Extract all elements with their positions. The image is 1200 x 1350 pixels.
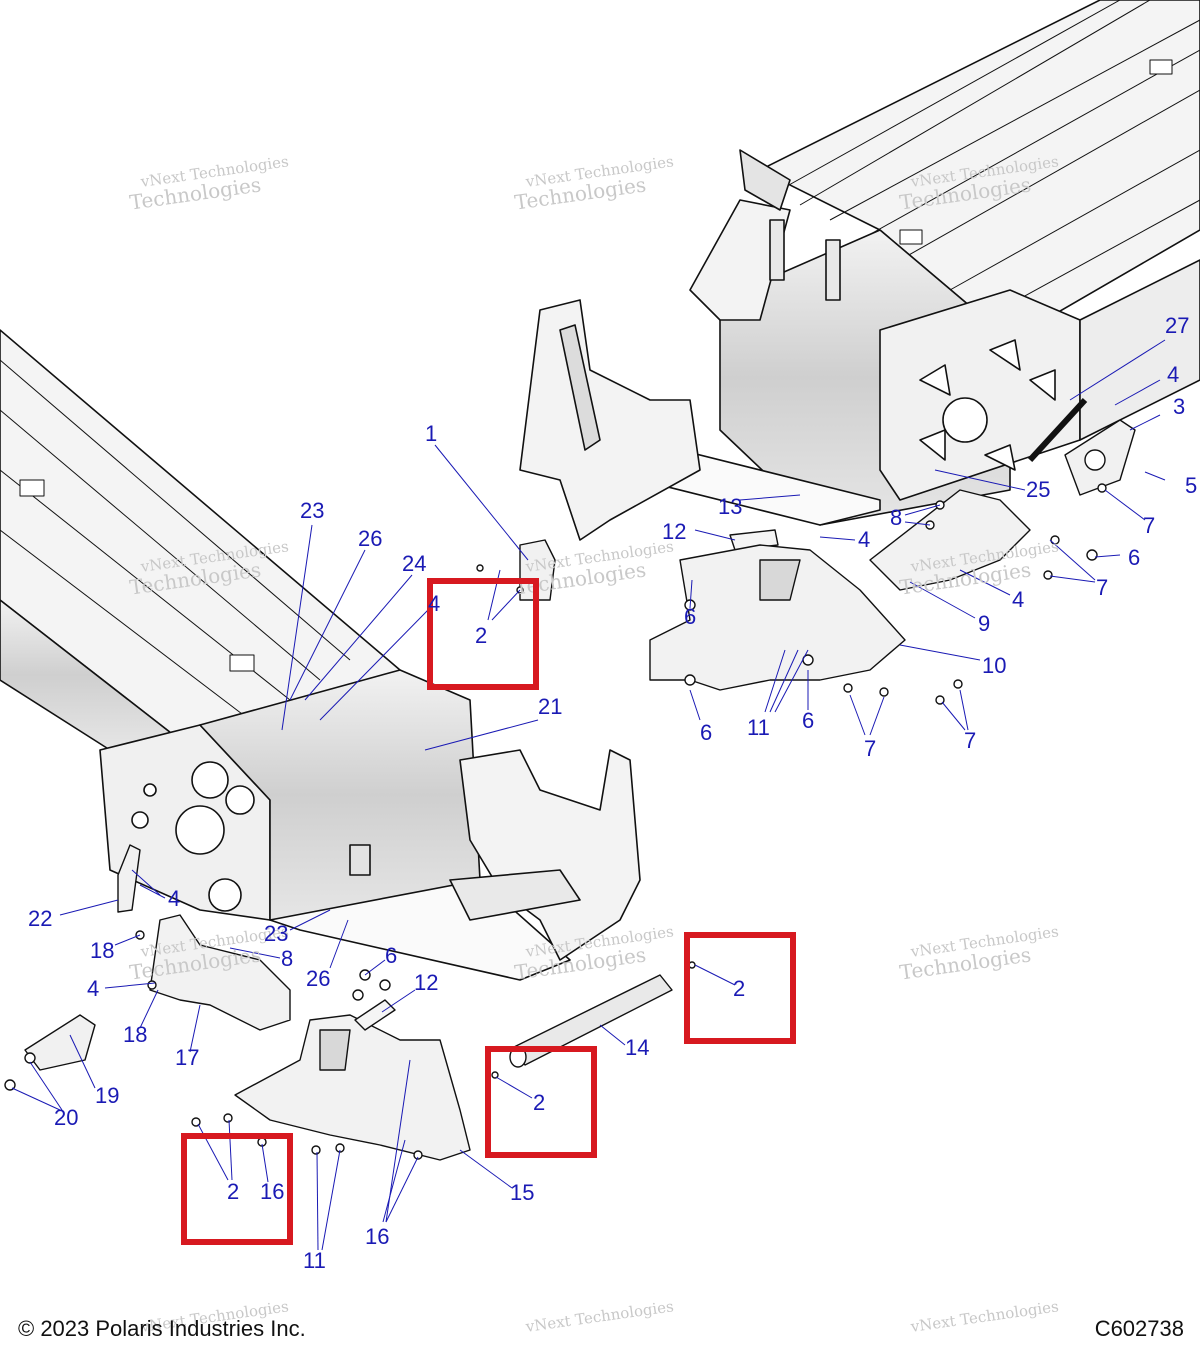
callout-2: 2 [475, 623, 488, 648]
callout-13: 13 [718, 494, 743, 519]
callout-11: 11 [747, 715, 770, 740]
callout-6: 6 [802, 708, 815, 733]
callout-2: 2 [227, 1179, 240, 1204]
callout-7: 7 [1143, 513, 1156, 538]
callout-16: 16 [365, 1224, 390, 1249]
callout-23: 23 [264, 921, 289, 946]
callout-7: 7 [964, 728, 977, 753]
callout-6: 6 [385, 943, 398, 968]
callout-23: 23 [300, 498, 325, 523]
front-frame-assembly [0, 329, 641, 981]
callout-20: 20 [54, 1105, 79, 1130]
callout-6: 6 [1128, 545, 1141, 570]
callout-6: 6 [700, 720, 713, 745]
callout-26: 26 [306, 966, 331, 991]
callout-4: 4 [858, 527, 871, 552]
leader-lines [11, 339, 1166, 1251]
callout-4: 4 [428, 591, 441, 616]
callout-7: 7 [1096, 575, 1109, 600]
callout-5: 5 [1185, 473, 1198, 498]
copyright-text: © 2023 Polaris Industries Inc. [18, 1316, 306, 1341]
callout-24: 24 [402, 551, 427, 576]
rear-frame-assembly [519, 0, 1200, 541]
highlight-box [485, 1046, 597, 1158]
highlight-box [181, 1133, 293, 1245]
callout-7: 7 [864, 736, 877, 761]
callout-18: 18 [90, 938, 115, 963]
callout-10: 10 [982, 653, 1007, 678]
callout-14: 14 [625, 1035, 650, 1060]
callout-15: 15 [510, 1180, 535, 1205]
callout-22: 22 [28, 906, 53, 931]
callout-1: 1 [425, 421, 438, 446]
callout-12: 12 [414, 970, 439, 995]
callout-27: 27 [1165, 313, 1190, 338]
callout-26: 26 [358, 526, 383, 551]
callout-25: 25 [1026, 477, 1051, 502]
small-parts [4, 397, 1136, 1161]
callout-21: 21 [538, 694, 563, 719]
callout-4: 4 [168, 886, 181, 911]
callout-2: 2 [733, 976, 746, 1001]
callout-16: 16 [260, 1179, 285, 1204]
callout-8: 8 [281, 946, 294, 971]
highlight-box [684, 932, 796, 1044]
callout-12: 12 [662, 519, 687, 544]
callout-8: 8 [890, 505, 903, 530]
highlight-box [427, 578, 539, 690]
figure-code: C602738 [1094, 1316, 1184, 1341]
callout-4: 4 [1012, 587, 1025, 612]
callout-18: 18 [123, 1022, 148, 1047]
callout-4: 4 [1167, 362, 1180, 387]
callout-4: 4 [87, 976, 100, 1001]
callout-19: 19 [95, 1083, 120, 1108]
callout-6: 6 [684, 604, 697, 629]
callout-11: 11 [303, 1248, 326, 1273]
callout-3: 3 [1173, 394, 1186, 419]
callout-9: 9 [978, 611, 991, 636]
callout-2: 2 [533, 1090, 546, 1115]
callout-17: 17 [175, 1045, 200, 1070]
